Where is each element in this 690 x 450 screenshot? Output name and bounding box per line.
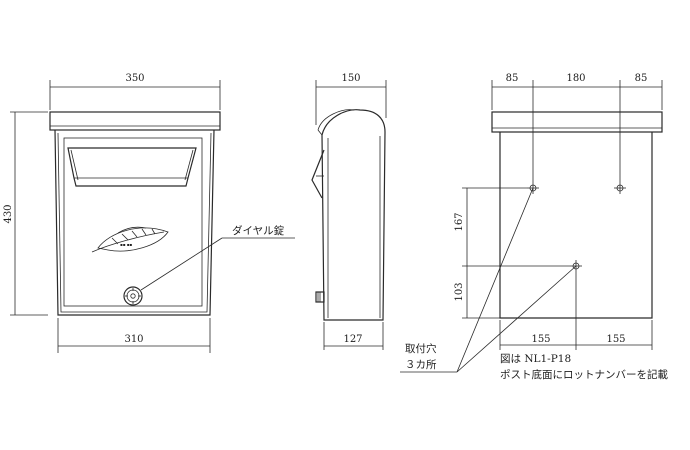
svg-text:180: 180 xyxy=(566,73,585,84)
svg-text:310: 310 xyxy=(124,334,143,345)
svg-text:155: 155 xyxy=(606,334,625,345)
mail-slot-flap xyxy=(67,147,197,187)
svg-text:85: 85 xyxy=(635,73,648,84)
dial-lock-leader xyxy=(140,237,223,291)
side-slot-flap xyxy=(311,149,325,199)
mount-holes-leader-2 xyxy=(456,265,577,373)
dial-lock-icon xyxy=(123,286,143,306)
dim-back-bottom: 155 155 xyxy=(499,320,653,350)
mount-holes-note-line1: 取付穴 xyxy=(405,342,437,355)
svg-text:167: 167 xyxy=(454,212,465,231)
dim-front-width-bottom: 310 xyxy=(57,318,211,353)
dim-front-width-top: 350 xyxy=(49,73,221,110)
dim-back-top: 85 180 85 xyxy=(491,73,663,110)
svg-text:150: 150 xyxy=(341,73,360,84)
notes: 取付穴 ３カ所 図は NL1-P18 ポスト底面にロットナンバーを記載 xyxy=(400,342,668,381)
front-body xyxy=(54,129,215,316)
mount-hole-right-icon xyxy=(614,182,626,194)
front-view: ▪▪ ▪▪ ダイヤル錠 350 430 xyxy=(3,73,295,353)
dim-side-depth-top: 150 xyxy=(315,73,387,125)
dim-side-depth-bottom: 127 xyxy=(323,322,384,350)
lot-number-note: ポスト底面にロットナンバーを記載 xyxy=(500,368,668,381)
svg-text:155: 155 xyxy=(531,334,550,345)
back-lid xyxy=(491,111,663,133)
figure-model-note: 図は NL1-P18 xyxy=(500,353,571,365)
svg-text:85: 85 xyxy=(506,73,519,84)
svg-text:▪▪ ▪▪: ▪▪ ▪▪ xyxy=(120,242,132,247)
side-view: 150 127 xyxy=(311,73,387,350)
side-body xyxy=(321,109,386,321)
mount-holes-note-line2: ３カ所 xyxy=(405,359,437,371)
svg-text:350: 350 xyxy=(125,73,144,84)
svg-text:430: 430 xyxy=(3,204,14,223)
front-panel xyxy=(63,137,203,307)
dial-lock-label: ダイヤル錠 xyxy=(232,224,285,237)
front-lid xyxy=(49,111,221,131)
mount-holes-leader-1 xyxy=(456,187,534,373)
dim-back-left: 167 103 xyxy=(454,187,570,319)
leaf-ornament-icon: ▪▪ ▪▪ xyxy=(91,226,169,253)
svg-text:103: 103 xyxy=(454,282,465,301)
svg-text:127: 127 xyxy=(343,334,362,345)
back-view: 85 180 85 167 103 155 155 xyxy=(454,73,663,373)
dim-front-height: 430 xyxy=(3,111,48,316)
